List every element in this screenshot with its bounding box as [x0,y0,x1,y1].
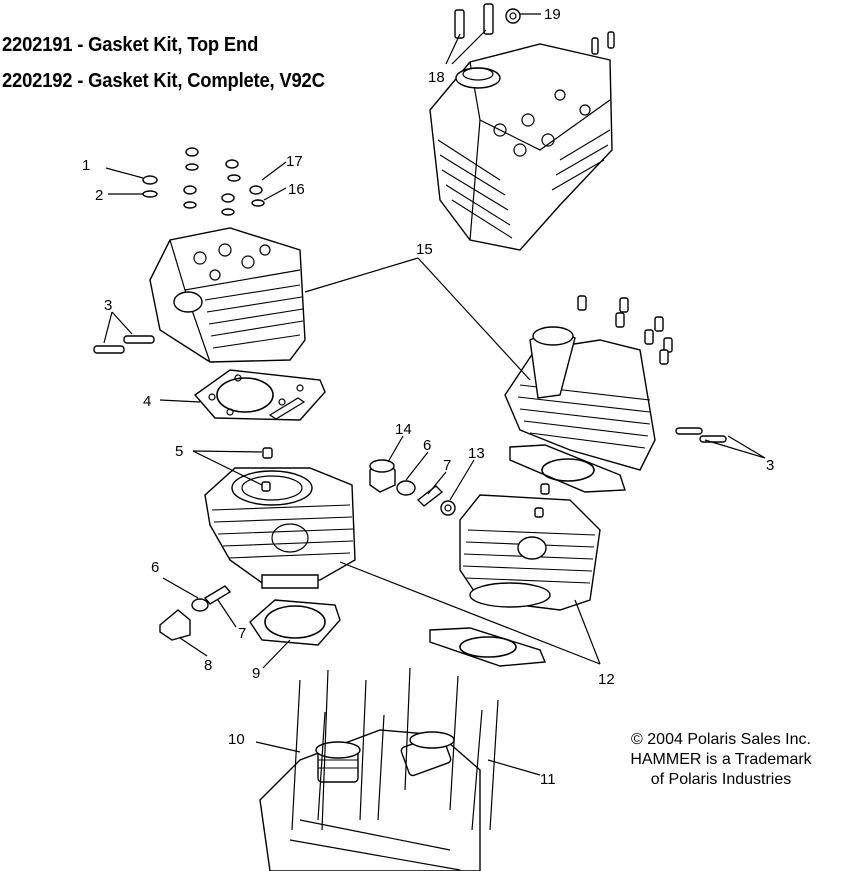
callout-2: 2 [95,187,103,204]
callout-6: 6 [151,559,159,576]
callout-18: 18 [428,69,445,86]
callout-19: 19 [544,6,561,23]
cylinder-head-left [93,147,306,363]
callout-1: 1 [82,157,90,174]
callout-10: 10 [228,731,245,748]
kit-separator: - [77,34,84,56]
copyright-line-1: © 2004 Polaris Sales Inc. [631,731,811,748]
callout-9: 9 [252,665,260,682]
oil-fittings [159,459,456,641]
callout-17: 17 [286,153,303,170]
cylinder-front [204,447,356,589]
kit-separator: - [77,70,84,92]
head-gasket-right [509,444,626,493]
callout-6-top: 6 [423,437,431,454]
base-gasket-rear [429,627,547,667]
head-gasket-left [193,369,326,421]
callout-3-right: 3 [766,457,774,474]
assembled-head-top-right [429,3,615,251]
callout-13: 13 [468,445,485,462]
kit-number: 2202191 [2,34,73,56]
callout-4: 4 [143,393,151,410]
cylinder-rear [459,483,601,611]
copyright-line-2: HAMMER is a Trademark [630,751,812,768]
kit-line-top-end: 2202191 - Gasket Kit, Top End [2,34,258,57]
leader-lines [103,13,766,776]
callout-3-left: 3 [104,297,112,314]
callout-14: 14 [395,421,412,438]
callout-11: 11 [540,771,556,788]
callout-7-top: 7 [443,457,451,474]
callout-numbers: 19 18 1 2 17 16 3 15 4 5 14 6 7 13 3 6 7… [82,6,774,788]
copyright-line-3: of Polaris Industries [650,771,792,788]
base-gasket-front [249,599,341,646]
crankcase-pistons [259,667,499,871]
cylinder-head-right [504,295,727,471]
callout-15: 15 [416,241,433,258]
callout-16: 16 [288,181,305,198]
callout-12: 12 [598,671,615,688]
callout-8: 8 [204,657,212,674]
callout-7: 7 [238,625,246,642]
callout-5: 5 [175,443,183,460]
kit-line-complete: 2202192 - Gasket Kit, Complete, V92C [2,70,325,93]
kit-description: Gasket Kit, Complete, V92C [88,70,325,92]
copyright-block: © 2004 Polaris Sales Inc. HAMMER is a Tr… [601,730,841,790]
kit-number: 2202192 [2,70,73,92]
kit-description: Gasket Kit, Top End [88,34,259,56]
